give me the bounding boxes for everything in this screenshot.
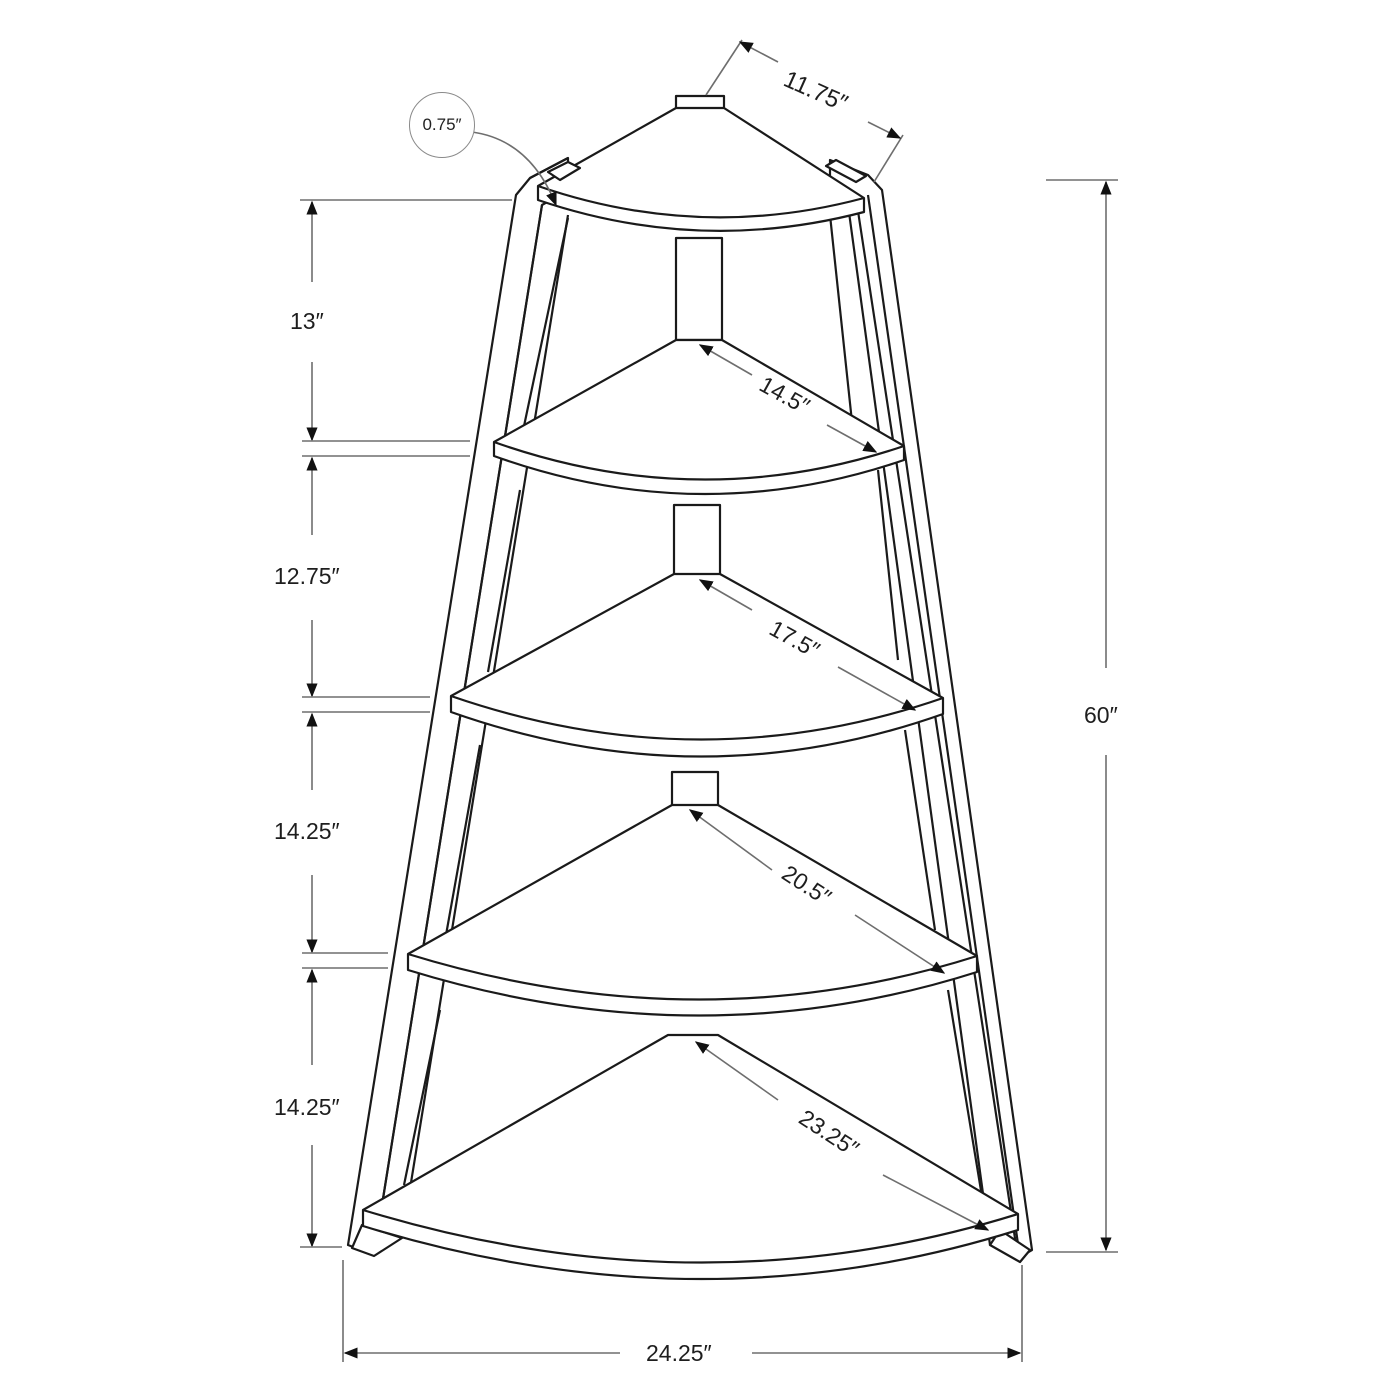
- shelf-1: [536, 94, 868, 232]
- overall-width-dimension: [342, 1260, 1023, 1362]
- shelf-5: [361, 1033, 1020, 1281]
- overall-height-dimension: [1046, 179, 1118, 1253]
- shelf-spacing-label-1: 13″: [290, 308, 324, 334]
- shelf-2: [492, 338, 906, 496]
- panel-thickness-label: 0.75″: [422, 115, 462, 134]
- inner-leg-lines: [350, 214, 1032, 1264]
- callout-leader: [471, 131, 557, 207]
- panel-thickness-callout: 0.75″: [409, 92, 475, 158]
- overall-height-label: 60″: [1084, 702, 1118, 728]
- shelf-depth-dimensions: [688, 344, 990, 1231]
- overall-width-label: 24.25″: [646, 1340, 712, 1366]
- shelf-spacing-label-3: 14.25″: [274, 818, 340, 844]
- shelf-spacing-label-4: 14.25″: [274, 1094, 340, 1120]
- shelf-3: [449, 572, 945, 758]
- shelf-4: [406, 803, 979, 1017]
- back-post: [670, 236, 724, 808]
- shelf-spacing-label-2: 12.75″: [274, 563, 340, 589]
- top-depth-dimension: [705, 39, 904, 183]
- shelf-spacing-dimensions: [300, 199, 512, 1248]
